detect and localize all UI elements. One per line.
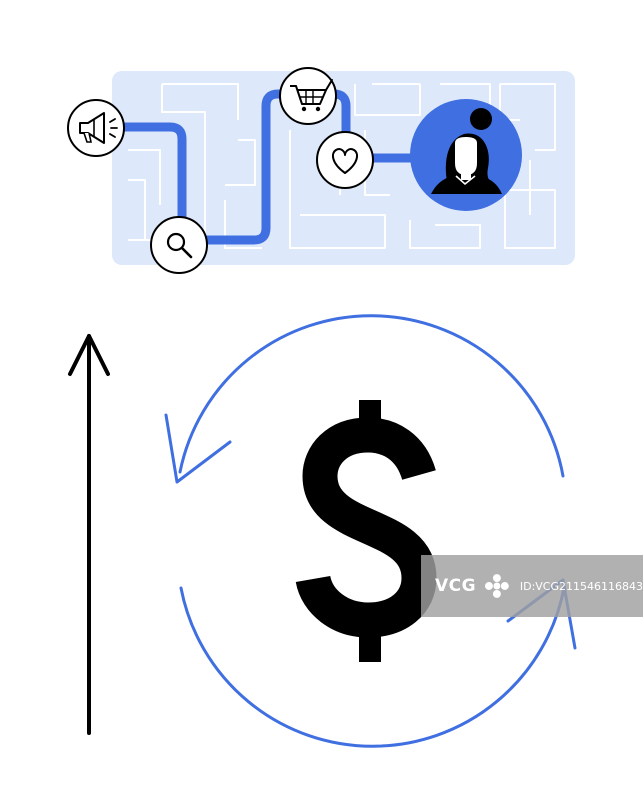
megaphone-icon (67, 99, 125, 157)
magnifier-icon (150, 216, 208, 274)
up-arrow-icon (68, 334, 110, 735)
watermark-logo: VCG (435, 576, 477, 596)
heart-icon (316, 131, 374, 189)
maze-walls (128, 83, 556, 249)
watermark-id: ID:VCG2115461168​43 (519, 579, 643, 593)
flower-mark-icon (485, 574, 509, 598)
shopping-cart-icon (279, 67, 337, 125)
journey-path (113, 89, 417, 245)
dollar-sign-icon (295, 400, 437, 662)
customer-avatar-icon (410, 99, 522, 211)
watermark-banner: VCG ID:VCG2115461168​43 (421, 555, 643, 617)
